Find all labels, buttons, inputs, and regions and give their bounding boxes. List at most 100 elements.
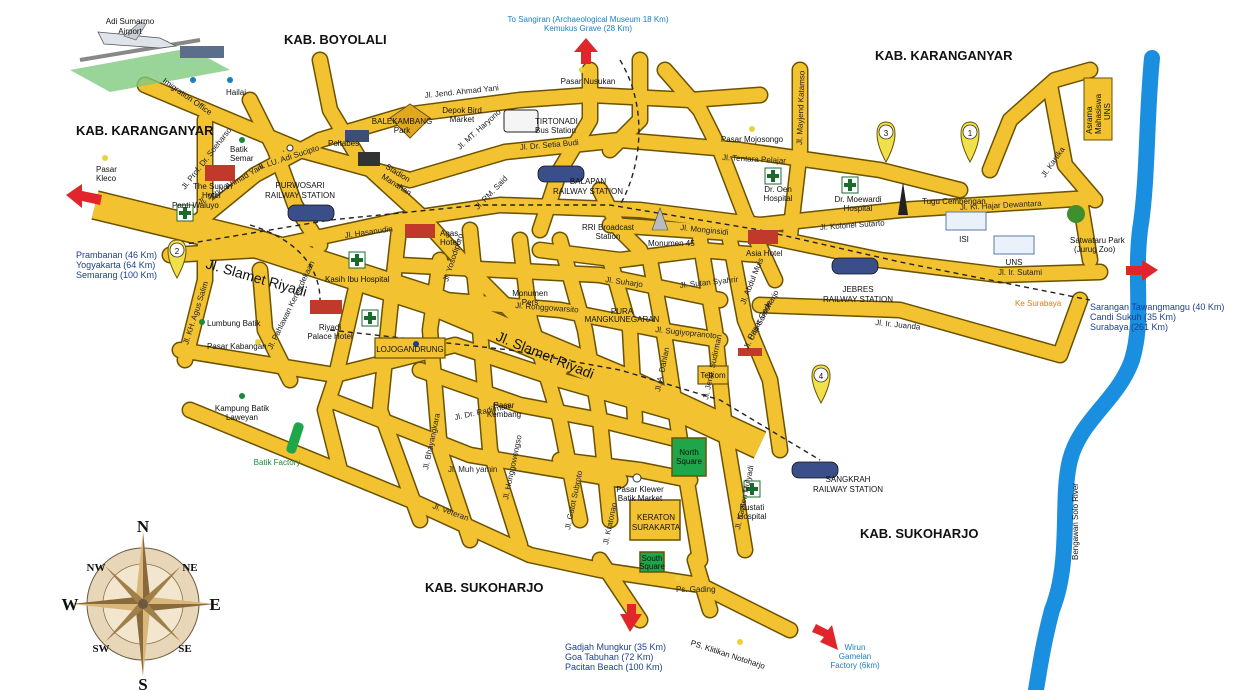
- riyadi-label-1: Riyadi: [319, 323, 341, 332]
- north-square[interactable]: [671, 437, 707, 477]
- sunan-hotel-label-1: The Sunan: [193, 182, 232, 191]
- lojogandrung-label: LOJOGANDRUNG: [376, 345, 444, 354]
- purwosari-label-2: RAILWAY STATION: [265, 191, 335, 200]
- south-square-label-1: South: [642, 554, 663, 563]
- pasar-kembang-label-1: Pasar: [494, 401, 515, 410]
- keraton-label-2: SURAKARTA: [632, 523, 681, 532]
- south-square[interactable]: [639, 551, 665, 573]
- asrama-label-2: Mahasiswa: [1094, 93, 1103, 134]
- bengawan-solo-river: [1028, 50, 1160, 690]
- keraton-label-1: KERATON: [637, 513, 675, 522]
- tugu-label: Tugu Cembengan: [922, 197, 986, 206]
- depok-label-1: Depok Bird: [442, 106, 482, 115]
- lojogandrung-block: [374, 337, 446, 359]
- street-mayjend-katamso: Jl. Mayjend Katamso: [795, 70, 807, 145]
- street-ir-sutami: Jl. Ir. Sutami: [998, 268, 1042, 277]
- pasar-nusukan-label: Pasar Nusukan: [561, 77, 616, 86]
- kustati-label-2: Hospital: [738, 512, 767, 521]
- dormitory-icon: [1083, 77, 1113, 141]
- direction-southeast-1: Wirun: [845, 643, 866, 652]
- train-icon: [287, 204, 335, 222]
- compass-e: E: [209, 595, 220, 614]
- pasar-kleco-label-1: Pasar: [96, 165, 117, 174]
- batik-semar-label-2: Semar: [230, 154, 254, 163]
- street-ps-gading: Ps. Gading: [676, 585, 716, 594]
- south-square-label-2: Square: [639, 562, 665, 571]
- park-icon: [389, 103, 431, 139]
- hailai-label: Hailai: [226, 88, 246, 97]
- moewardi-label-2: Hospital: [844, 204, 873, 213]
- marker-1[interactable]: 1: [960, 121, 980, 164]
- keraton-block: [629, 499, 681, 541]
- satwataru-label-1: Satwataru Park: [1070, 236, 1126, 245]
- building-icons: [205, 77, 1113, 479]
- region-sukoharjo-east: KAB. SUKOHARJO: [860, 526, 978, 541]
- road-network-fill: [91, 53, 1107, 637]
- tree-icon: [1067, 205, 1085, 223]
- marker-4[interactable]: 4: [811, 364, 831, 405]
- moewardi-label-1: Dr. Moewardi: [834, 195, 881, 204]
- railway-main: [179, 204, 1091, 301]
- marker-2-label: 2: [175, 247, 180, 256]
- street-tentara-pelajar: Jl. Tentara Pelajar: [722, 153, 787, 165]
- pasar-kembang-label-2: Kembang: [487, 410, 521, 419]
- arrow-north-icon: [574, 38, 598, 64]
- monumen45-label: Monumen 45: [648, 239, 695, 248]
- north-square-label-1: North: [679, 448, 699, 457]
- direction-south-3: Pacitan Beach (100 Km): [565, 662, 663, 672]
- telkom-label: Telkom: [700, 371, 726, 380]
- pura-label-2: MANGKUNEGARAN: [585, 315, 660, 324]
- train-icon: [831, 257, 879, 275]
- direction-southeast-2: Gamelan: [839, 652, 871, 661]
- direction-southeast-3: Factory (6km): [830, 661, 880, 670]
- region-karanganyar-east: KAB. KARANGANYAR: [875, 48, 1013, 63]
- balapan-label-1: BALAPAN: [570, 177, 607, 186]
- marker-3[interactable]: 3: [876, 121, 896, 164]
- tirtonadi-label-2: Bus Station: [535, 126, 576, 135]
- riyadi-label-2: Palace Hotel: [307, 332, 353, 341]
- direction-east-3: Surabaya (261 Km): [1090, 322, 1168, 332]
- agas-label-2: Hotel: [440, 238, 459, 247]
- train-icon: [537, 165, 585, 183]
- telkom-block: [697, 365, 729, 385]
- jebres-label-1: JEBRES: [842, 285, 873, 294]
- hospital-icons: [176, 167, 859, 498]
- poi-dots: [102, 67, 755, 645]
- balapan-label-2: RAILWAY STATION: [553, 187, 623, 196]
- direction-south-2: Goa Tabuhan (72 Km): [565, 652, 653, 662]
- marker-2[interactable]: 2: [167, 239, 187, 280]
- region-sukoharjo-south: KAB. SUKOHARJO: [425, 580, 543, 595]
- sunan-hotel-label-2: Hotel: [202, 191, 221, 200]
- direction-north-2: Kemukus Grave (28 Km): [544, 24, 632, 33]
- building-icon: [345, 130, 369, 142]
- rail-to-surabaya: Ke Surabaya: [1015, 299, 1062, 308]
- direction-arrows: [66, 38, 1158, 650]
- pasar-kleco-label-2: Kleco: [96, 174, 117, 183]
- klewer-label-1: Pasar Klewer: [616, 485, 664, 494]
- depok-label-2: Market: [450, 115, 475, 124]
- sangkrah-label-1: SANGKRAH: [826, 475, 871, 484]
- hotel-icon: [405, 224, 435, 238]
- asrama-label-3: UNS: [1103, 103, 1112, 120]
- monument-icon: [651, 207, 669, 231]
- compass-ne: NE: [182, 562, 197, 574]
- direction-south-1: Gadjah Mungkur (35 Km): [565, 642, 666, 652]
- river-label: Bengawan Solo River: [1071, 483, 1080, 560]
- street-hajar-dewantara: Jl. Ki. Hajar Dewantara: [960, 199, 1043, 212]
- railway-west: [249, 224, 321, 301]
- monument-icon: [898, 182, 908, 215]
- monumen-pers-label-1: Monumen: [512, 289, 548, 298]
- batik-factory-marker[interactable]: [285, 421, 304, 455]
- compass-s: S: [138, 675, 147, 690]
- region-boyolali: KAB. BOYOLALI: [284, 32, 387, 47]
- pasar-mojosongo-label: Pasar Mojosongo: [721, 135, 784, 144]
- arrow-southeast-icon: [812, 624, 838, 650]
- north-square-label-2: Square: [676, 457, 702, 466]
- monumen-pers-label-2: Pers: [522, 298, 538, 307]
- pura-label-1: PURA: [611, 307, 634, 316]
- compass-n: N: [137, 517, 150, 536]
- region-karanganyar-west: KAB. KARANGANYAR: [76, 123, 214, 138]
- hotel-icon: [748, 230, 778, 244]
- arrow-south-icon: [620, 604, 642, 632]
